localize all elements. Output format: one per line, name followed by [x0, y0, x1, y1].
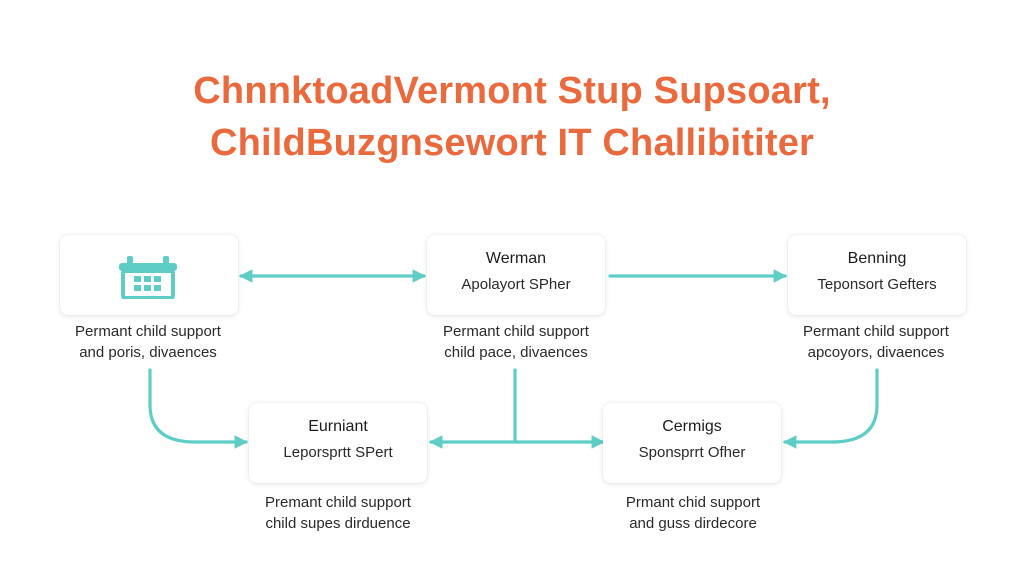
description-line: and poris, divaences: [79, 344, 217, 361]
node-subtitle: Sponsprrt Ofher: [638, 444, 746, 461]
node-werman-description: Permant child support child pace, divaen…: [406, 321, 626, 363]
connector-calendar-eurniant: [148, 368, 249, 449]
description-line: child pace, divaences: [444, 344, 588, 361]
node-benning: Benning Teponsort Gefters: [788, 235, 966, 315]
node-title: Cermigs: [662, 418, 722, 435]
node-eurniant: Eurniant Leporsprtt S⁠Pert: [249, 403, 427, 483]
node-calendar: [60, 235, 238, 315]
diagram-title-line-2: ChildBuzgnsewort IT Challibititer: [209, 122, 815, 164]
node-eurniant-description: Premant child support child supes dirdue…: [228, 492, 448, 534]
node-calendar-description: Permant child support and poris, divaenc…: [38, 321, 258, 363]
node-title: Werman: [485, 250, 547, 267]
description-line: child supes dirduence: [265, 515, 411, 532]
connector-benning-cermigs: [782, 368, 879, 449]
description-line: apcoyors, divaences: [807, 344, 945, 361]
diagram-title-line-1: Chnnktoad​Vermont Stup Supsoart,: [193, 70, 831, 112]
node-cermigs-description: Prmant chid support and guss dirdecore: [583, 492, 803, 534]
description-line: Premant child support: [265, 494, 411, 511]
description-line: and guss dirdecore: [629, 515, 757, 532]
calendar-icon: [118, 249, 178, 300]
node-benning-description: Permant child support apcoyors, divaence…: [766, 321, 986, 363]
node-subtitle: Apolayort S⁠Pher: [461, 276, 571, 293]
description-line: Permant child support: [803, 323, 949, 340]
description-line: Permant child support: [443, 323, 589, 340]
node-subtitle: Teponsort Gefters: [817, 276, 937, 293]
node-title: Eurniant: [308, 418, 368, 435]
node-werman: Werman Apolayort S⁠Pher: [427, 235, 605, 315]
node-title: Benning: [847, 250, 907, 267]
node-cermigs: Cermigs Sponsprrt Ofher: [603, 403, 781, 483]
description-line: Prmant chid support: [625, 494, 761, 511]
description-line: Permant child support: [75, 323, 221, 340]
node-subtitle: Leporsprtt S⁠Pert: [283, 444, 393, 461]
